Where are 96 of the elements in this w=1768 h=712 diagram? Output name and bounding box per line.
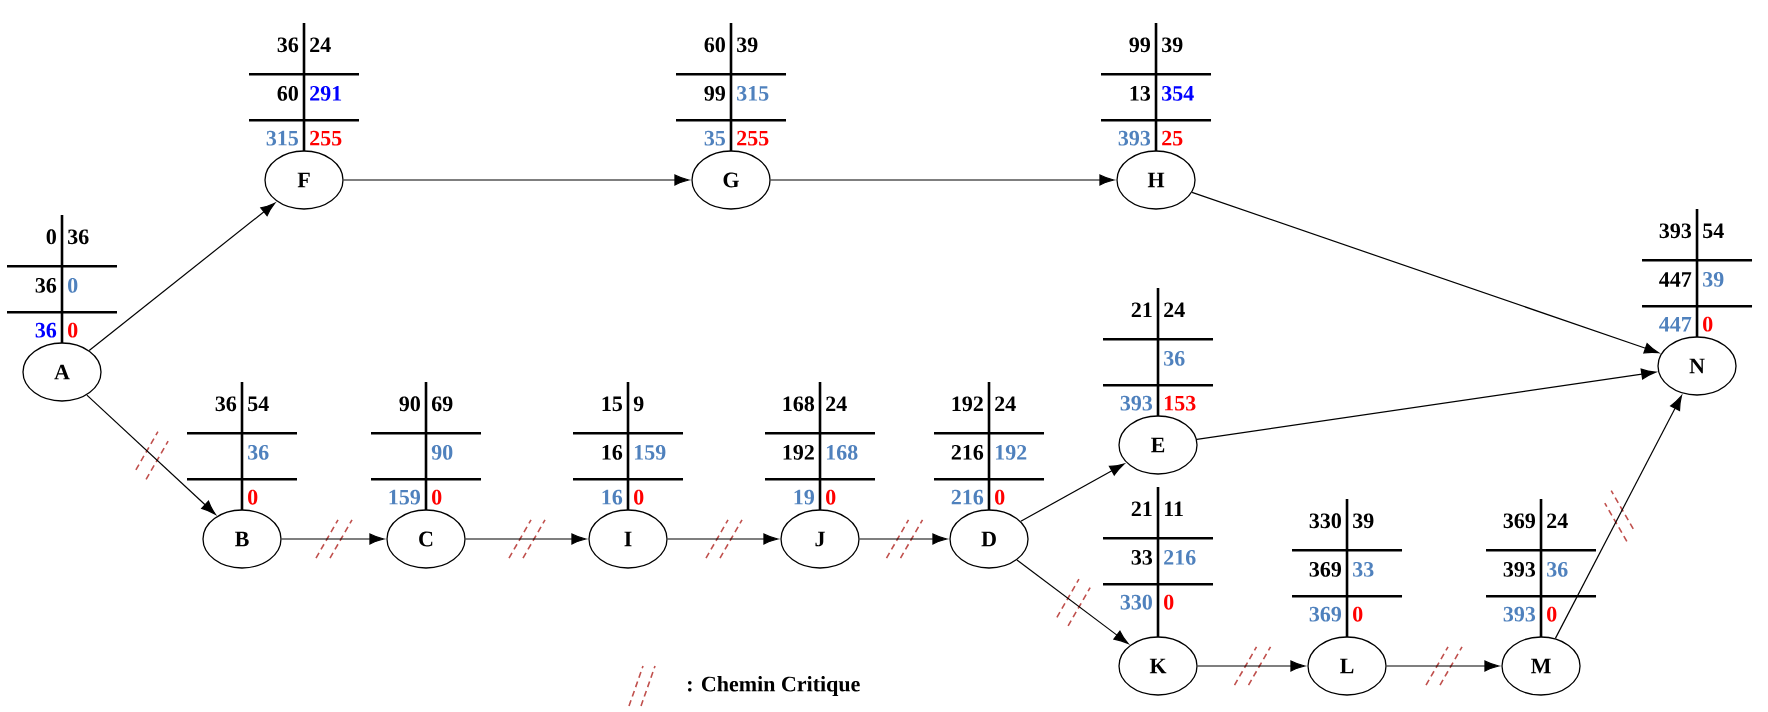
- grid-value: 36: [248, 445, 269, 460]
- grid-value: 69: [431, 396, 453, 412]
- grid-value: 11: [1164, 501, 1183, 517]
- grid-value: 0: [248, 489, 258, 505]
- grid-value: 54: [1703, 223, 1724, 239]
- grid-value: 39: [1162, 37, 1183, 53]
- grid-value: 393: [1120, 395, 1153, 411]
- grid-value: 447: [1659, 316, 1692, 332]
- grid-value: 393: [1118, 130, 1151, 146]
- grid-value: 39: [1703, 272, 1724, 287]
- grid-value: 192: [783, 445, 814, 460]
- grid-value: 99: [1129, 37, 1151, 53]
- grid-value: 330: [1120, 594, 1152, 610]
- grid-value: 35: [704, 130, 725, 146]
- grid-value: 36: [215, 396, 237, 412]
- grid-value: 159: [389, 489, 420, 505]
- grid-value: 24: [1547, 513, 1568, 529]
- legend-text: : Chemin Critique: [688, 676, 860, 696]
- grid-value: 24: [995, 396, 1016, 412]
- arrow: [1386, 660, 1500, 672]
- arrow: [1020, 463, 1125, 522]
- grid-value: 393: [1659, 223, 1692, 239]
- grid-value: 168: [783, 396, 815, 412]
- grid-value: 0: [995, 489, 1005, 505]
- grid-value: 159: [634, 445, 666, 460]
- grid-value: 369: [1309, 606, 1342, 622]
- grid-value: 13: [1130, 86, 1151, 101]
- grid-value: 99: [704, 86, 725, 101]
- grid-value: 0: [68, 322, 78, 338]
- grid-value: 354: [1162, 86, 1194, 101]
- arrow: [88, 202, 276, 352]
- grid-value: 168: [826, 444, 858, 460]
- arrow: [86, 394, 216, 515]
- grid-value: 54: [248, 396, 269, 412]
- grid-value: 36: [1164, 351, 1185, 366]
- grid-value: 0: [1164, 594, 1174, 610]
- grid-value: 291: [310, 86, 342, 101]
- grid-value: 24: [826, 396, 847, 412]
- grid-value: 36: [1547, 562, 1568, 577]
- grid-value: 33: [1131, 550, 1153, 565]
- grid-value: 0: [1547, 606, 1557, 622]
- arrow: [1191, 191, 1660, 354]
- grid-value: 0: [432, 489, 442, 505]
- grid-value: 255: [310, 130, 342, 146]
- grid-value: 315: [737, 86, 769, 101]
- arrow: [770, 174, 1115, 186]
- grid-value: 9: [633, 396, 644, 412]
- grid-value: 0: [68, 277, 78, 293]
- grid-value: 36: [277, 37, 299, 53]
- grid-value: 0: [826, 489, 836, 505]
- grid-value: 369: [1309, 562, 1342, 577]
- arrow: [1196, 368, 1657, 440]
- grid-value: 216: [1164, 550, 1196, 565]
- grid-value: 39: [1353, 513, 1374, 529]
- grid-value: 393: [1503, 562, 1536, 577]
- arrow: [667, 533, 779, 545]
- grid-value: 393: [1503, 606, 1536, 622]
- grid-value: 0: [634, 489, 644, 505]
- grid-value: 192: [995, 445, 1027, 460]
- grid-value: 330: [1309, 513, 1341, 529]
- arrow: [343, 174, 690, 186]
- grid-value: 24: [1164, 302, 1185, 318]
- grid-value: 16: [602, 445, 623, 460]
- grid-value: 25: [1162, 130, 1183, 146]
- grid-value: 90: [399, 396, 420, 412]
- arrow: [1016, 559, 1129, 644]
- grid-value: 0: [1703, 316, 1713, 332]
- arrow: [1197, 660, 1306, 672]
- grid-value: 36: [35, 278, 57, 293]
- grid-value: 315: [266, 130, 298, 146]
- grid-value: 21: [1131, 501, 1152, 517]
- grid-value: 447: [1659, 272, 1692, 287]
- grid-value: 16: [602, 489, 623, 505]
- grid-value: 153: [1164, 395, 1196, 411]
- grid-value: 39: [737, 37, 758, 53]
- grid-value: 21: [1131, 302, 1152, 318]
- grid-value: 0: [46, 229, 56, 245]
- grid-value: 36: [35, 322, 57, 338]
- arrow: [281, 533, 385, 545]
- grid-value: 0: [1353, 606, 1363, 622]
- arrow: [1554, 395, 1683, 639]
- grid-value: 60: [704, 37, 725, 53]
- arrow: [465, 533, 587, 545]
- grid-value: 192: [952, 396, 983, 412]
- grid-value: 216: [951, 489, 984, 505]
- grid-value: 36: [68, 229, 89, 245]
- grid-value: 33: [1353, 562, 1374, 577]
- grid-value: 90: [431, 444, 453, 460]
- grid-value: 24: [310, 37, 331, 53]
- arrow: [859, 533, 948, 545]
- grid-value: 60: [277, 85, 298, 101]
- grid-value: 19: [794, 489, 814, 505]
- grid-value: 255: [737, 130, 769, 146]
- grid-value: 369: [1503, 513, 1536, 529]
- grid-value: 15: [602, 396, 622, 412]
- grid-value: 216: [951, 445, 984, 460]
